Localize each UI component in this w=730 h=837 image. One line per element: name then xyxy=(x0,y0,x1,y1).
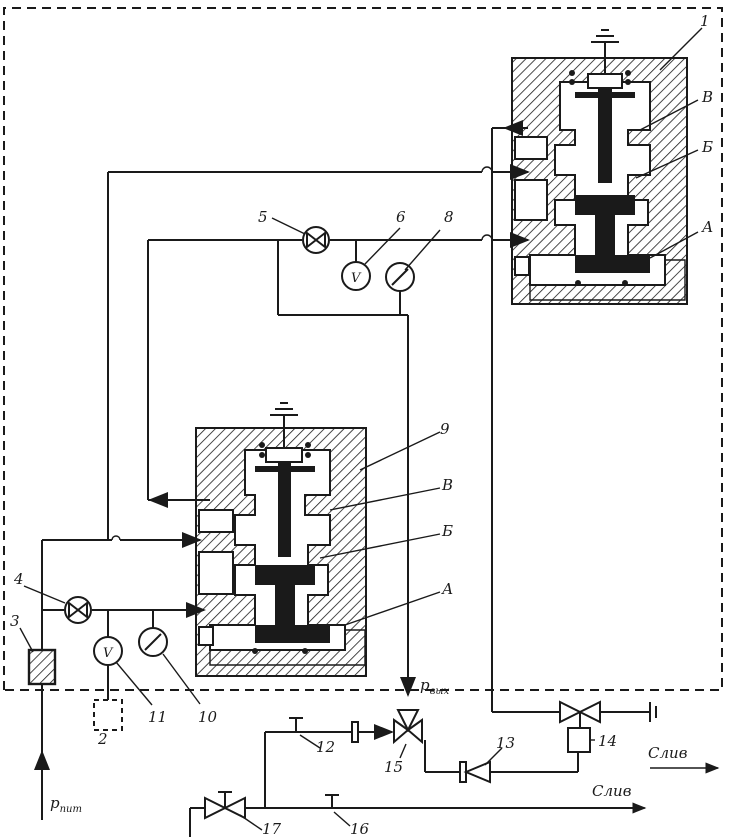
gauge-6-symbol: V xyxy=(351,271,362,286)
callout-2: 2 xyxy=(97,730,108,748)
callout-16: 16 xyxy=(350,820,370,837)
callout-5: 5 xyxy=(258,208,268,226)
leader-lines xyxy=(19,27,703,831)
top-chamber-b: Б xyxy=(701,138,713,156)
piping xyxy=(27,120,657,837)
gauge-8 xyxy=(385,262,415,292)
bottom-chamber-v: В xyxy=(441,476,453,494)
top-relay-7 xyxy=(511,29,688,305)
dashed-enclosure xyxy=(3,7,723,691)
bottom-chamber-a: А xyxy=(441,580,453,598)
callout-10: 10 xyxy=(198,708,218,726)
drain-label-lower: Слив xyxy=(592,782,632,800)
pressure-labels: pпит pвых xyxy=(50,676,450,815)
valve-15 xyxy=(393,709,423,745)
gauge-11: V xyxy=(93,636,123,666)
bottom-relay-9 xyxy=(195,402,367,677)
output-pressure-label: pвых xyxy=(420,676,450,697)
element-2 xyxy=(93,699,123,731)
callout-6: 6 xyxy=(396,208,406,226)
callout-11: 11 xyxy=(148,708,167,726)
throttle-5 xyxy=(302,226,330,254)
callout-12: 12 xyxy=(316,738,335,756)
callout-13: 13 xyxy=(496,734,515,752)
callout-8: 8 xyxy=(444,208,454,226)
supply-pressure-label: pпит xyxy=(50,794,82,815)
callout-17: 17 xyxy=(262,820,282,837)
valve-17 xyxy=(204,791,246,820)
gauge-6: V xyxy=(341,261,371,291)
valve-14 xyxy=(559,700,601,753)
callout-1: 1 xyxy=(700,12,710,30)
gauge-10 xyxy=(138,627,168,657)
gauge-11-symbol: V xyxy=(103,646,114,661)
drain-labels: Слив Слив xyxy=(580,744,720,814)
callout-3: 3 xyxy=(10,612,20,630)
throttle-4 xyxy=(64,596,92,624)
callout-9: 9 xyxy=(440,420,450,438)
top-chamber-a: А xyxy=(701,218,713,236)
callout-4: 4 xyxy=(13,570,24,588)
callout-14: 14 xyxy=(598,732,617,750)
drain-label-upper: Слив xyxy=(648,744,688,762)
callout-15: 15 xyxy=(384,758,403,776)
top-chamber-v: В xyxy=(701,88,713,106)
chamber-labels: В Б А В Б А xyxy=(441,88,713,598)
bottom-chamber-b: Б xyxy=(441,522,453,540)
callout-labels: 1 5 6 8 9 4 3 2 11 10 12 15 13 14 17 16 xyxy=(10,12,710,837)
